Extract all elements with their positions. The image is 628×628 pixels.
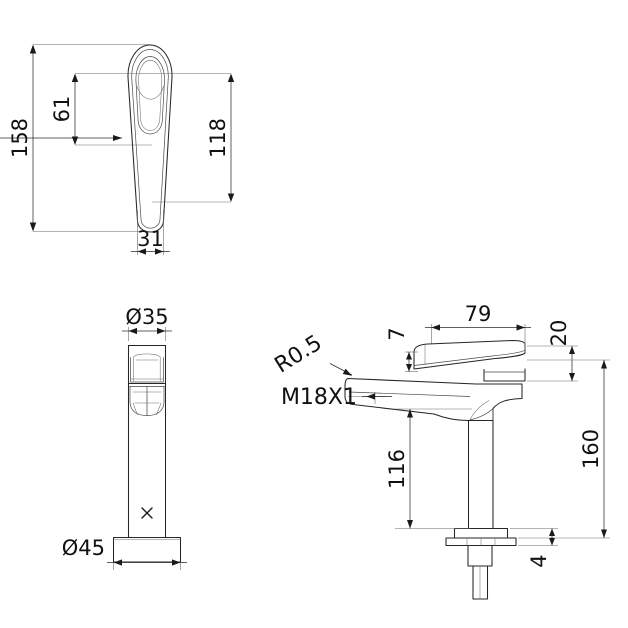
body-divider-ring — [127, 382, 167, 387]
note-label-m18x1: M18X1 — [281, 385, 357, 410]
dim-label-158: 158 — [8, 118, 32, 158]
dimension-118: 118 — [152, 73, 235, 203]
break-hatch-mark — [141, 507, 153, 519]
dim-label-79: 79 — [465, 302, 492, 326]
dimension-7: 7 — [385, 327, 418, 372]
dimension-20: 20 — [527, 320, 578, 382]
dimension-61: 61 — [50, 73, 152, 146]
dimension-4: 4 — [510, 528, 558, 568]
faucet-body-front — [127, 344, 167, 539]
lever-pivot-side — [483, 368, 526, 382]
threaded-shank-side — [467, 544, 493, 600]
mounting-flange-side — [445, 527, 517, 547]
dimension-diameter-35: Ø35 — [122, 305, 172, 341]
dimension-31: 31 — [131, 210, 170, 255]
view-faucet-front: Ø35 Ø45 — [62, 305, 187, 570]
lever-handle-side — [413, 339, 526, 370]
dim-label-45: Ø45 — [62, 536, 105, 560]
dim-label-31: 31 — [137, 227, 164, 251]
spout-body-side — [344, 377, 523, 422]
handle-outline — [127, 44, 173, 233]
base-flange-front — [112, 536, 182, 563]
view-faucet-side: 7 79 20 160 — [271, 302, 610, 600]
dim-label-160: 160 — [579, 429, 603, 469]
dimension-158: 158 — [0, 44, 150, 232]
dim-label-61: 61 — [50, 96, 74, 123]
dimension-160: 160 — [518, 359, 610, 539]
handle-lever-cavity — [135, 56, 165, 135]
note-label-r05: R0.5 — [271, 331, 327, 379]
dimension-79: 79 — [425, 302, 531, 352]
dim-label-118: 118 — [206, 118, 230, 158]
view-handle-plan: 158 61 118 31 — [0, 44, 235, 255]
dim-label-20: 20 — [547, 320, 571, 347]
spout-collar-front — [129, 386, 165, 416]
note-radius-r05: R0.5 — [271, 331, 353, 379]
dim-label-116: 116 — [385, 449, 409, 489]
dim-label-4: 4 — [527, 554, 551, 567]
dim-label-7: 7 — [385, 327, 409, 340]
dimension-diameter-45: Ø45 — [62, 536, 187, 570]
note-thread-m18x1: M18X1 — [281, 385, 392, 410]
dimension-116: 116 — [385, 408, 472, 529]
riser-column-side — [467, 419, 494, 530]
handle-block-front — [130, 353, 164, 383]
dim-label-35: Ø35 — [125, 305, 168, 329]
